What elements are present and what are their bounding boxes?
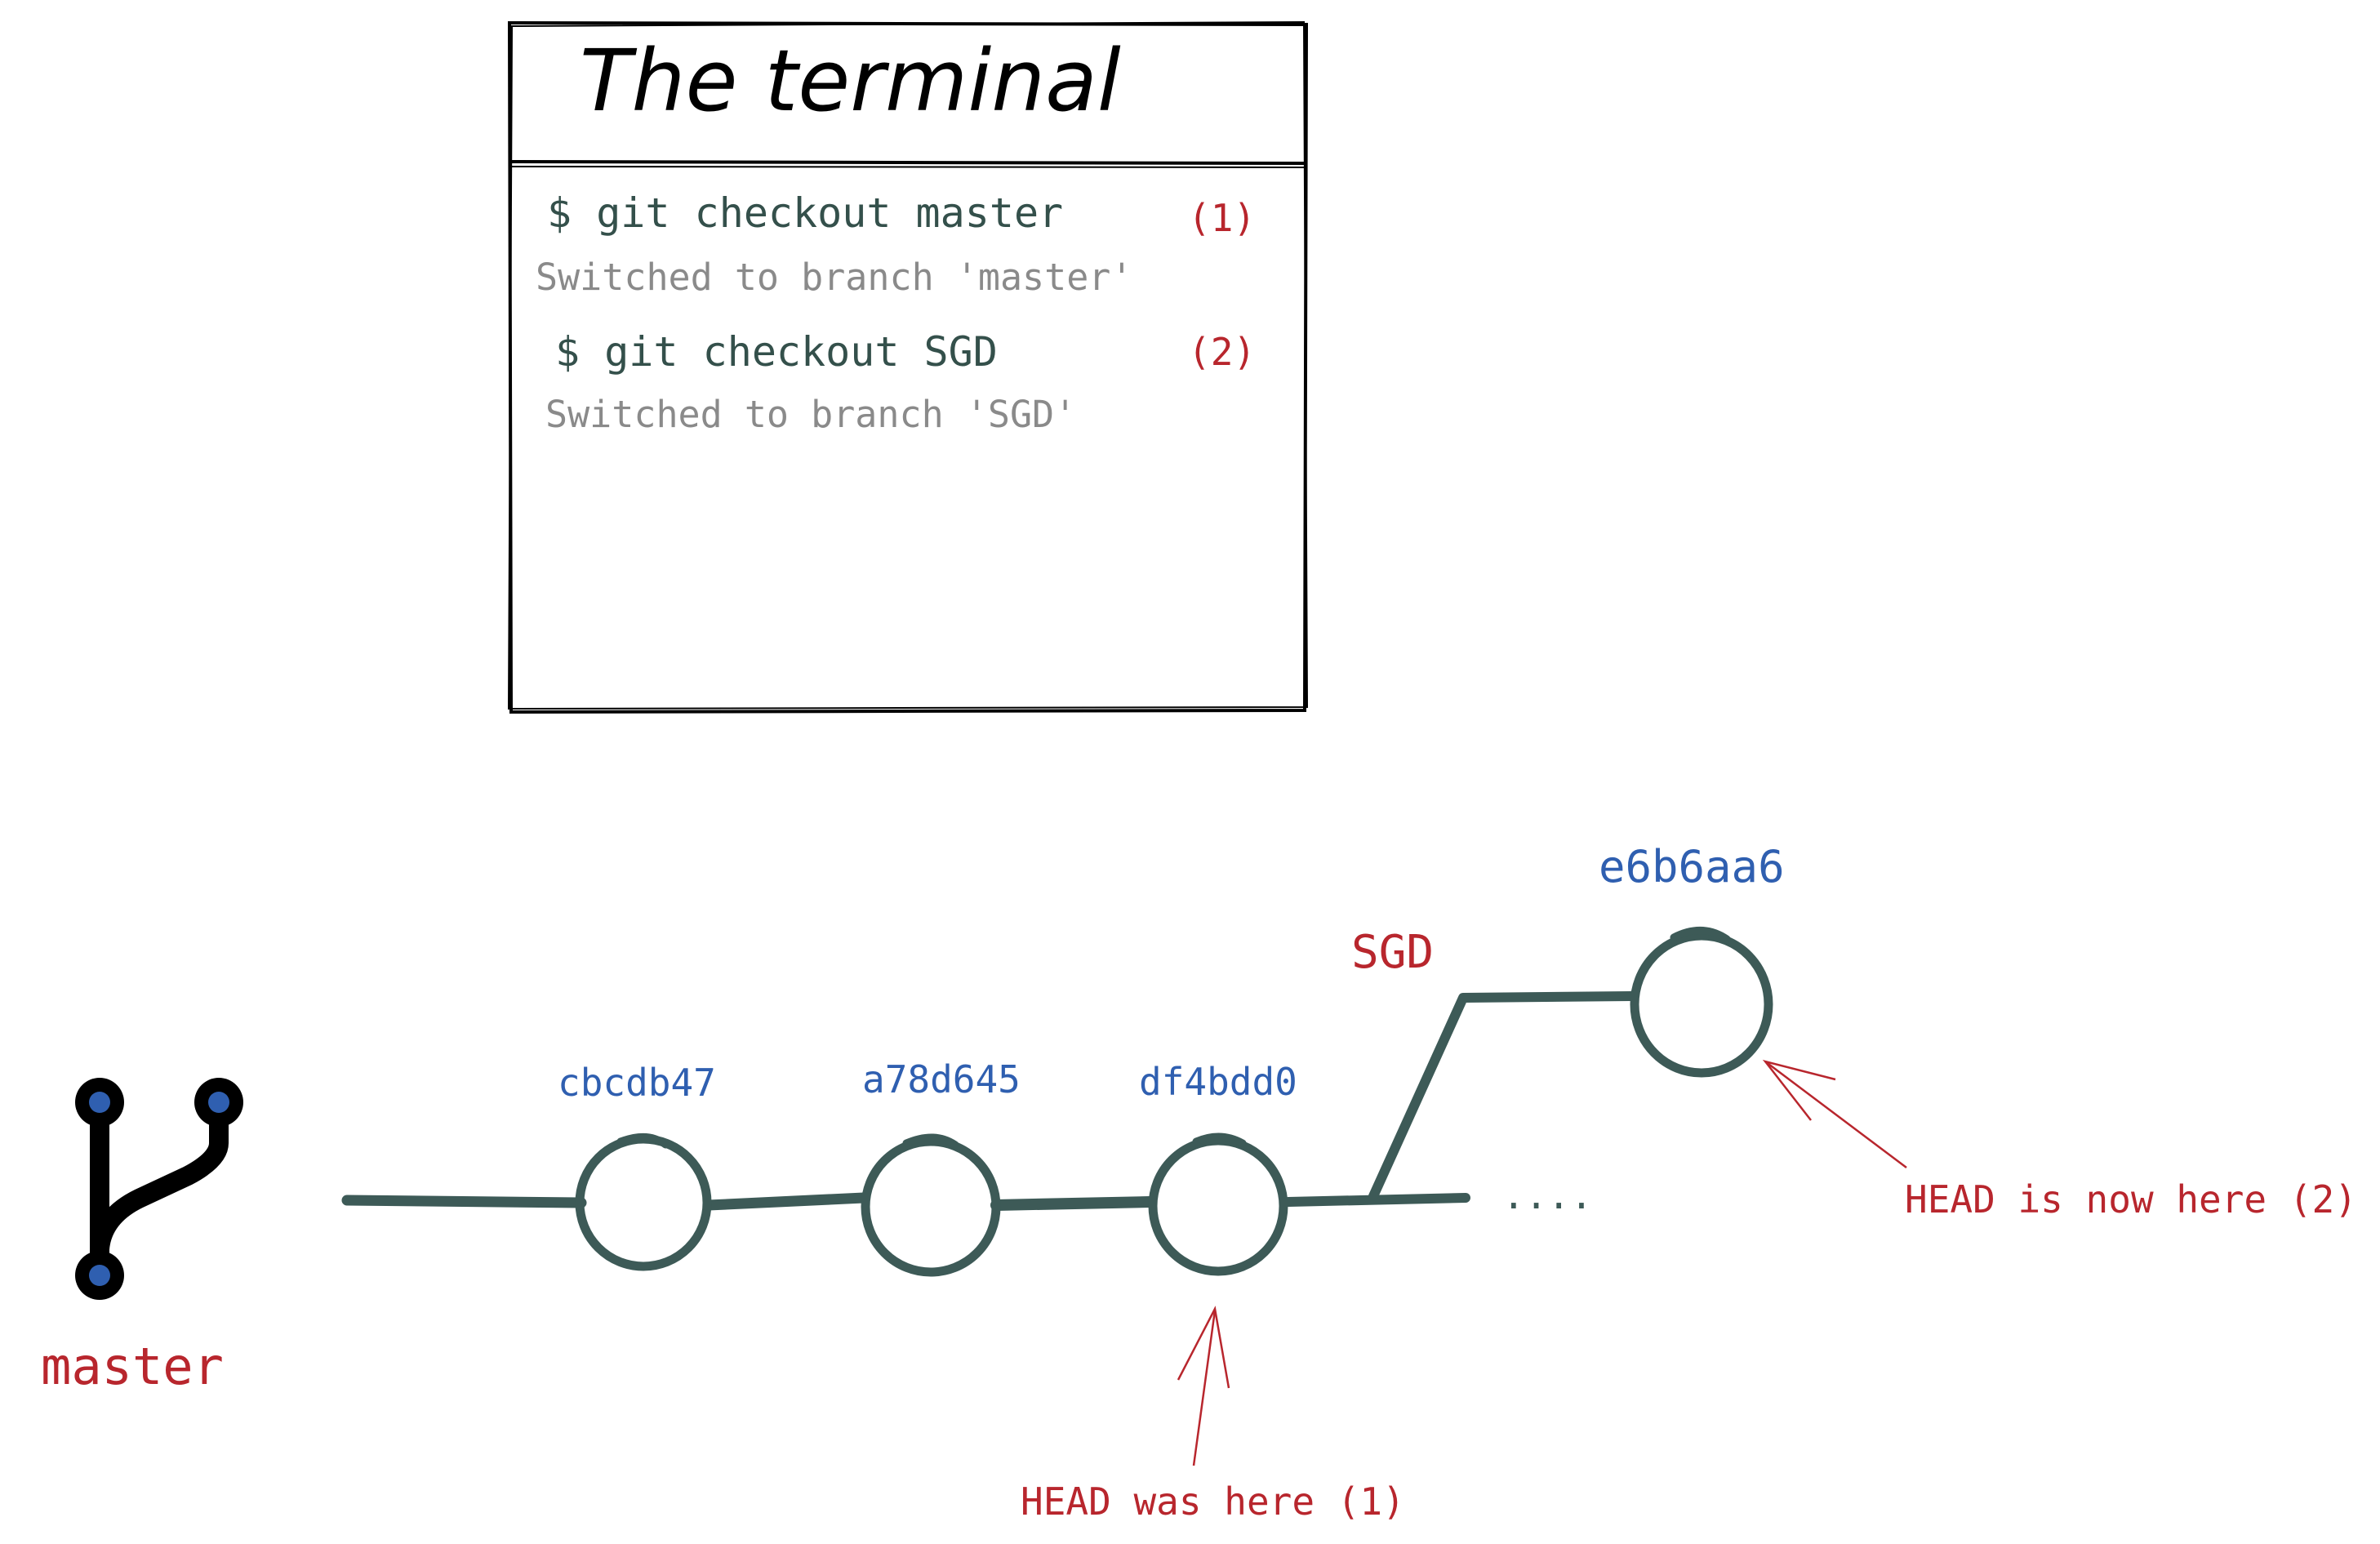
commit-graph — [341, 927, 1773, 1277]
terminal-output-1: Switched to branch 'master' — [536, 256, 1133, 299]
terminal-title: The terminal — [580, 31, 1121, 131]
commit-hash-a78d645: a78d645 — [862, 1057, 1021, 1101]
main-line-segment — [1283, 1193, 1470, 1207]
head-before-arrow — [1177, 1306, 1230, 1466]
terminal-marker-2: (2) — [1188, 330, 1256, 374]
terminal-output-2: Switched to branch 'SGD' — [545, 393, 1076, 436]
terminal-frame-sketch — [507, 20, 1309, 710]
branch-label-master: master — [41, 1337, 224, 1396]
branch-line-sgd — [1368, 991, 1636, 1201]
branch-label-sgd: SGD — [1351, 926, 1434, 979]
terminal-window: The terminal $ git checkout master (1) S… — [507, 20, 1309, 714]
main-line-segment — [703, 1192, 870, 1211]
commit-node-df4bdd0 — [1148, 1132, 1288, 1276]
terminal-title-divider — [509, 160, 1307, 165]
commit-node-a78d645 — [861, 1133, 1001, 1277]
commit-node-e6b6aa6 — [1630, 927, 1773, 1078]
commit-hash-df4bdd0: df4bdd0 — [1139, 1060, 1297, 1104]
continuation-ellipsis: .... — [1502, 1173, 1593, 1217]
commit-node-cbcdb47 — [575, 1132, 712, 1271]
head-now-here-label: HEAD is now here (2) — [1905, 1177, 2357, 1221]
git-branch-icon — [75, 1078, 243, 1300]
terminal-command-1: $ git checkout master — [547, 189, 1063, 237]
head-after-arrow — [1762, 1059, 1907, 1168]
head-was-here-label: HEAD was here (1) — [1021, 1479, 1405, 1524]
terminal-marker-1: (1) — [1188, 196, 1256, 240]
main-line-segment — [990, 1196, 1155, 1211]
terminal-command-2: $ git checkout SGD — [555, 328, 998, 376]
commit-hash-e6b6aa6: e6b6aa6 — [1599, 841, 1785, 892]
commit-hash-cbcdb47: cbcdb47 — [558, 1061, 716, 1105]
main-line-segment — [341, 1195, 587, 1208]
